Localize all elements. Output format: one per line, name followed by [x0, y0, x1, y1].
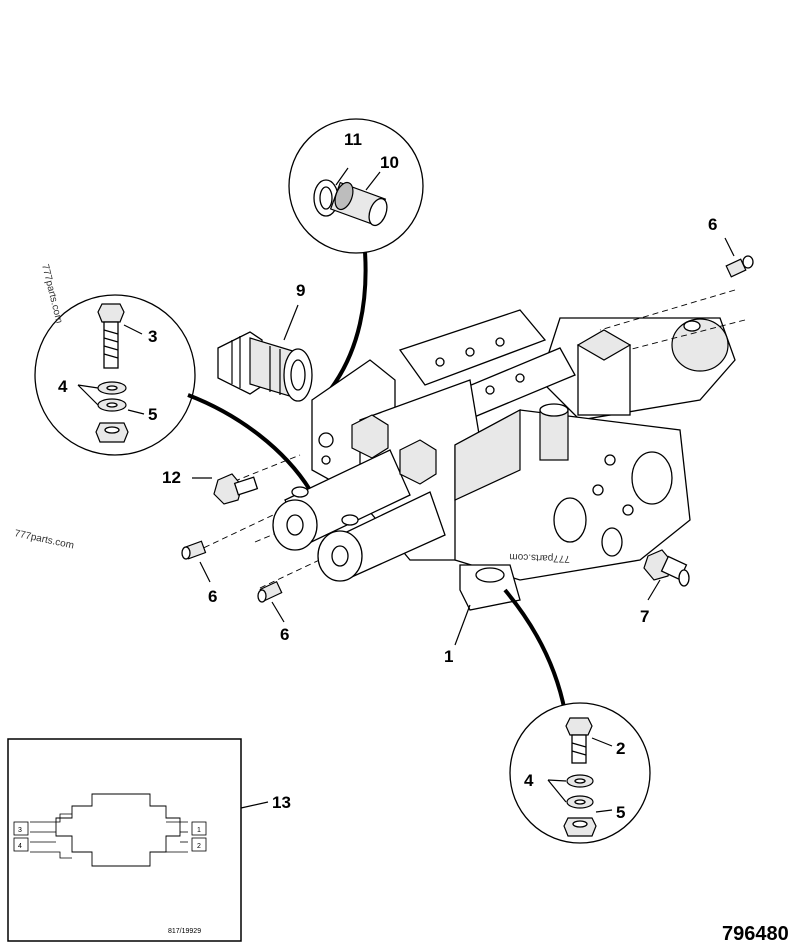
port-label-3: 3 [18, 827, 22, 834]
drawing-number: 796480 [722, 923, 789, 945]
control-valve-1: 1 [194, 289, 746, 713]
port-label-4: 4 [18, 843, 22, 850]
spool-housing-front [272, 449, 446, 582]
washer-4-right [566, 774, 594, 809]
callout-6-bottom: 6 [280, 625, 289, 644]
bolt-2 [565, 717, 593, 764]
callout-4-right: 4 [524, 771, 534, 790]
detail-circle-right: 2 4 5 [509, 702, 651, 844]
callout-9: 9 [296, 281, 305, 300]
detail-circle-left: 3 4 5 [34, 294, 312, 492]
nut-5-left [95, 422, 129, 443]
plug-10 [329, 181, 388, 227]
watermark-left: 777parts.com [39, 263, 64, 324]
schematic-inset: 3 4 1 2 817/19929 13 [7, 738, 291, 942]
nipple-6-left: 6 [181, 540, 217, 606]
detail-circle-top: 11 10 [288, 118, 424, 392]
adapter-9: 9 [217, 281, 313, 402]
inset-reference: 817/19929 [168, 928, 201, 935]
callout-13: 13 [272, 793, 291, 812]
relief-valve [576, 329, 632, 416]
callout-7: 7 [640, 607, 649, 626]
bolt-3 [97, 303, 125, 369]
nipple-6-bottom: 6 [257, 580, 289, 644]
callout-4-left: 4 [58, 377, 68, 396]
watermark-center: 777parts.com [509, 551, 570, 564]
watermark-bottom-left: 777parts.com [13, 528, 75, 551]
port-label-2: 2 [197, 843, 201, 850]
callout-6-left: 6 [208, 587, 217, 606]
callout-2: 2 [616, 739, 625, 758]
callout-5-right: 5 [616, 803, 625, 822]
callout-3: 3 [148, 327, 157, 346]
callout-5-left: 5 [148, 405, 157, 424]
callout-12: 12 [162, 468, 181, 487]
callout-6-right: 6 [708, 215, 717, 234]
elbow-12: 12 [162, 468, 259, 505]
fitting-7: 7 [640, 549, 690, 626]
washer-4-left [97, 381, 127, 412]
callout-11: 11 [344, 130, 362, 149]
callout-10: 10 [380, 153, 399, 172]
nut-5-right [563, 817, 597, 837]
nipple-6-right: 6 [708, 215, 754, 278]
port-label-1: 1 [197, 827, 201, 834]
callout-1: 1 [444, 647, 453, 666]
